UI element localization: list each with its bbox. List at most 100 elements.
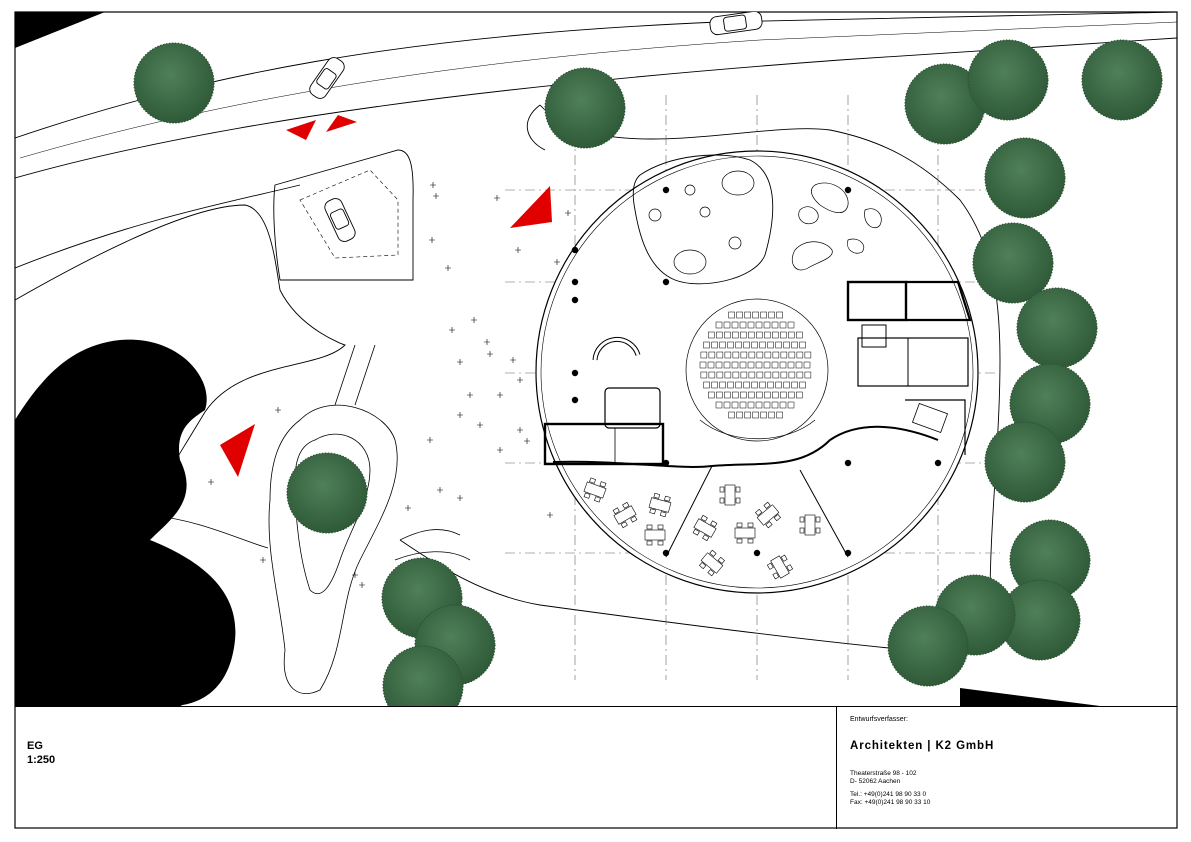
seat bbox=[700, 351, 708, 359]
seat bbox=[756, 391, 763, 399]
seat bbox=[751, 341, 758, 349]
seat bbox=[728, 411, 735, 419]
table bbox=[734, 522, 756, 544]
seat bbox=[768, 311, 775, 319]
seat bbox=[740, 331, 747, 339]
figure bbox=[497, 447, 503, 453]
table bbox=[692, 514, 718, 542]
tree-icon bbox=[887, 605, 969, 687]
car-icon bbox=[709, 12, 763, 36]
seat bbox=[772, 331, 779, 339]
seat bbox=[724, 371, 732, 379]
seat bbox=[732, 331, 739, 339]
tree-icon bbox=[984, 137, 1066, 219]
column-marker bbox=[571, 246, 579, 254]
phone: Tel.: +49(0)241 98 90 33 0 bbox=[850, 791, 927, 798]
seat bbox=[711, 381, 718, 389]
figure bbox=[430, 182, 436, 188]
seat bbox=[780, 331, 787, 339]
plaza-figures bbox=[208, 182, 571, 588]
seat bbox=[735, 381, 742, 389]
table bbox=[766, 554, 794, 580]
seat bbox=[764, 351, 772, 359]
plan-name: EG bbox=[27, 740, 43, 752]
seat bbox=[708, 351, 716, 359]
seat bbox=[723, 321, 731, 329]
seat bbox=[775, 381, 782, 389]
seat bbox=[752, 411, 759, 419]
seat bbox=[772, 351, 780, 359]
seat bbox=[787, 321, 795, 329]
columns bbox=[571, 186, 942, 557]
seat bbox=[796, 351, 804, 359]
figure bbox=[524, 438, 530, 444]
figure bbox=[517, 377, 523, 383]
seat bbox=[783, 341, 790, 349]
seat bbox=[787, 401, 795, 409]
seat bbox=[715, 401, 723, 409]
seat bbox=[716, 371, 724, 379]
seat bbox=[776, 311, 783, 319]
entrance-arrows bbox=[220, 115, 552, 477]
table bbox=[719, 484, 741, 506]
seat bbox=[787, 361, 795, 369]
arrow-icon bbox=[286, 120, 316, 140]
seat bbox=[739, 401, 747, 409]
tree-icon bbox=[133, 42, 215, 124]
seat bbox=[747, 321, 755, 329]
seat bbox=[772, 371, 780, 379]
figure bbox=[275, 407, 281, 413]
seat bbox=[799, 341, 806, 349]
seat bbox=[735, 341, 742, 349]
figure bbox=[554, 259, 560, 265]
seat bbox=[779, 361, 787, 369]
neighbor-building-wedge bbox=[960, 688, 1100, 706]
seat bbox=[791, 341, 798, 349]
seat bbox=[763, 401, 771, 409]
seat bbox=[748, 351, 756, 359]
column-marker bbox=[571, 296, 579, 304]
seat bbox=[715, 321, 723, 329]
seat bbox=[796, 391, 803, 399]
seat bbox=[736, 411, 743, 419]
table bbox=[699, 549, 725, 577]
seat bbox=[732, 391, 739, 399]
figure bbox=[437, 487, 443, 493]
tree-icon bbox=[999, 579, 1081, 661]
table bbox=[612, 501, 638, 529]
figure bbox=[467, 392, 473, 398]
seat bbox=[759, 341, 766, 349]
figure bbox=[477, 422, 483, 428]
author-label: Entwurfsverfasser: bbox=[850, 716, 908, 723]
table bbox=[648, 492, 672, 518]
tree-icon bbox=[382, 645, 464, 706]
seat bbox=[744, 411, 751, 419]
seat bbox=[727, 341, 734, 349]
figure bbox=[510, 357, 516, 363]
cafe-tables bbox=[648, 170, 755, 275]
figure bbox=[497, 392, 503, 398]
seat bbox=[719, 381, 726, 389]
column-marker bbox=[844, 186, 852, 194]
figure bbox=[359, 582, 365, 588]
seat bbox=[804, 351, 812, 359]
seat bbox=[755, 361, 763, 369]
tree-icon bbox=[972, 222, 1054, 304]
seat bbox=[739, 361, 747, 369]
seat bbox=[724, 331, 731, 339]
seat bbox=[708, 371, 716, 379]
seat bbox=[760, 311, 767, 319]
figure bbox=[494, 195, 500, 201]
seat bbox=[756, 371, 764, 379]
seat bbox=[772, 391, 779, 399]
seat bbox=[767, 341, 774, 349]
table bbox=[644, 524, 666, 546]
seat bbox=[788, 331, 795, 339]
address-street: Theaterstraße 98 - 102 bbox=[850, 770, 917, 777]
seat bbox=[804, 371, 812, 379]
seat bbox=[764, 331, 771, 339]
car-icon bbox=[324, 198, 356, 242]
seat bbox=[788, 371, 796, 379]
